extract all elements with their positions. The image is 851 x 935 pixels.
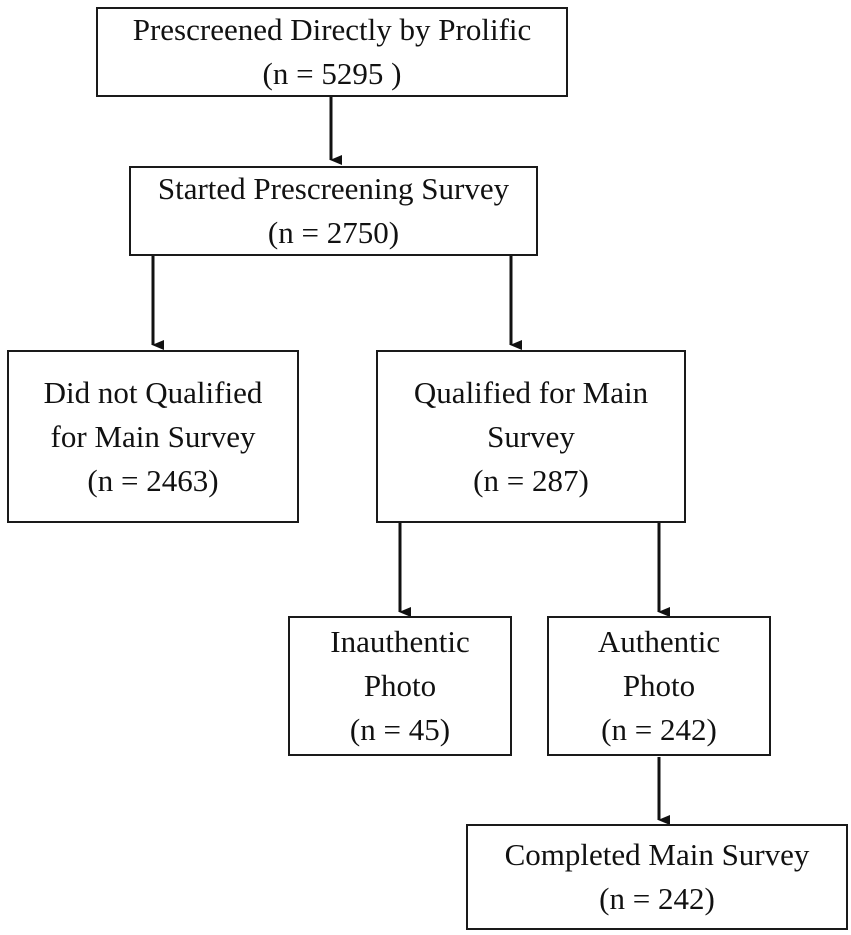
node-authentic-line-3: (n = 242) [601, 712, 717, 747]
node-prescreened-line-1: Prescreened Directly by Prolific [132, 12, 532, 47]
node-inauthentic: Inauthentic Photo (n = 45) [288, 616, 512, 756]
node-not-qualified-line-1: Did not Qualified [43, 374, 263, 410]
node-qualified-line-1: Qualified for Main [413, 374, 649, 410]
node-started-line-1: Started Prescreening Survey [157, 171, 510, 206]
node-qualified-line-3: (n = 287) [473, 462, 589, 498]
node-completed-line-1: Completed Main Survey [504, 837, 810, 872]
node-authentic: Authentic Photo (n = 242) [547, 616, 771, 756]
node-authentic-line-2: Photo [622, 668, 696, 703]
node-not-qualified-line-3: (n = 2463) [87, 462, 219, 498]
node-inauthentic-line-1: Inauthentic [330, 624, 470, 659]
node-not-qualified-line-2: for Main Survey [50, 418, 256, 454]
node-not-qualified: Did not Qualified for Main Survey (n = 2… [7, 350, 299, 523]
node-started-line-2: (n = 2750) [267, 215, 400, 250]
node-completed: Completed Main Survey (n = 242) [466, 824, 848, 930]
node-inauthentic-line-2: Photo [363, 668, 437, 703]
node-qualified: Qualified for Main Survey (n = 287) [376, 350, 686, 523]
node-inauthentic-line-3: (n = 45) [349, 712, 451, 747]
node-prescreened-line-2: (n = 5295 ) [262, 56, 402, 91]
node-qualified-line-2: Survey [487, 418, 575, 454]
node-completed-line-2: (n = 242) [599, 881, 715, 916]
node-prescreened: Prescreened Directly by Prolific (n = 52… [96, 7, 568, 97]
node-started: Started Prescreening Survey (n = 2750) [129, 166, 538, 256]
node-authentic-line-1: Authentic [597, 624, 721, 659]
